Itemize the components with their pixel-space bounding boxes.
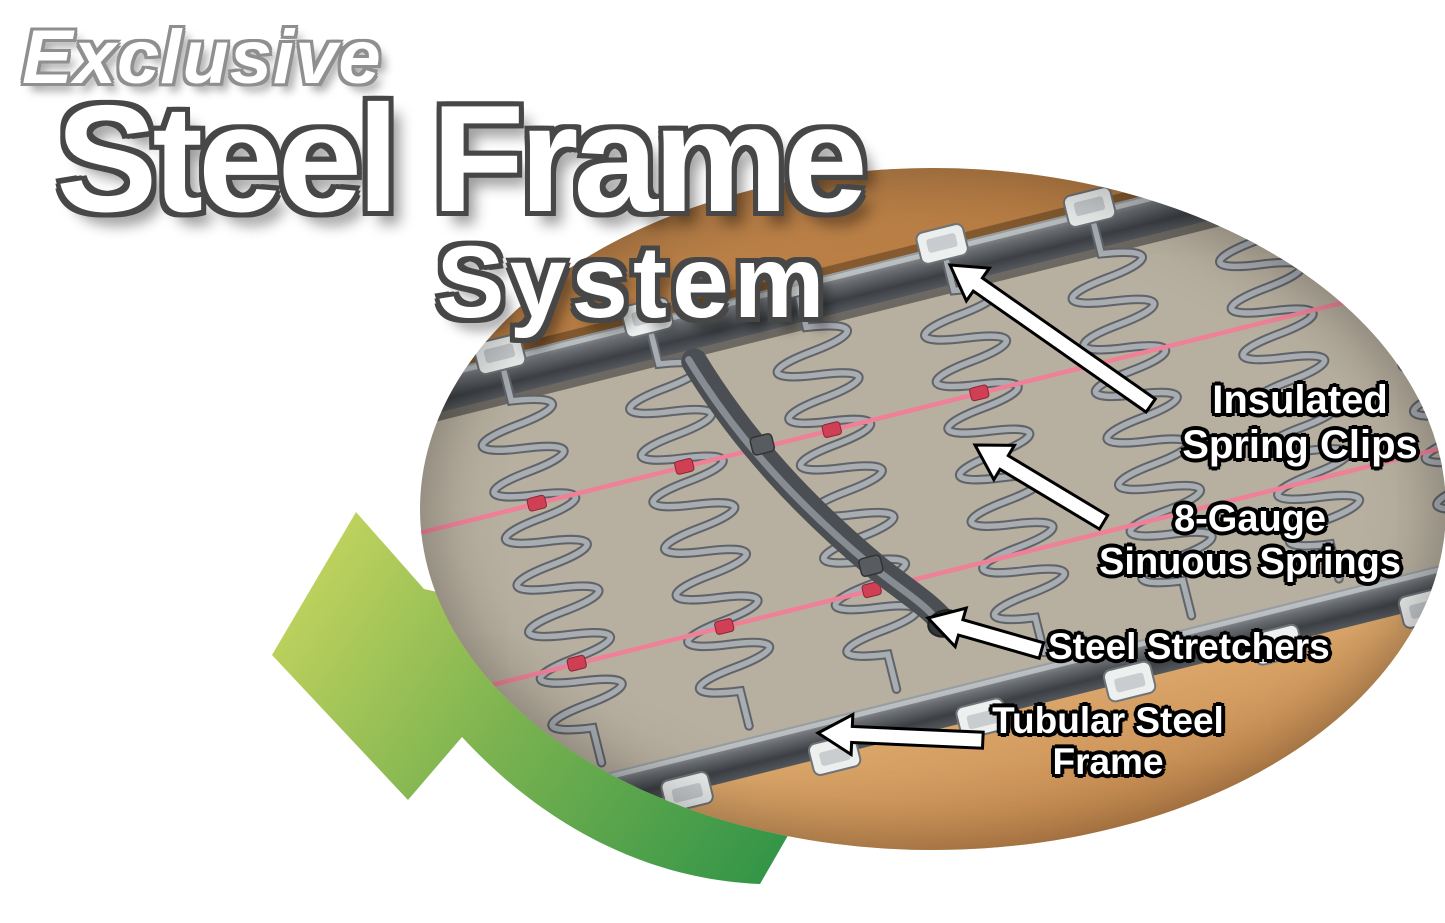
callout-line: Sinuous Springs — [1099, 540, 1401, 583]
top-steel-tube-rail — [420, 168, 1445, 522]
page-title: Steel Frame — [56, 74, 868, 244]
callout-line: Frame — [1052, 741, 1164, 783]
title-eyebrow: Exclusive — [22, 15, 382, 100]
bottom-wood-rail — [420, 478, 1445, 850]
callout-line: Spring Clips — [1182, 422, 1418, 467]
callout-insulated-spring-clips: Insulated Spring Clips — [1150, 378, 1445, 468]
fabric-deck — [420, 168, 1445, 850]
page-subtitle: System — [436, 225, 830, 339]
callout-line: Tubular Steel — [992, 700, 1224, 741]
pink-wire-lower — [420, 330, 1445, 795]
pink-wire-upper — [420, 170, 1445, 635]
callout-tubular-steel-frame: Tubular Steel Frame — [978, 700, 1238, 783]
callout-steel-stretchers: Steel Stretchers — [1048, 626, 1368, 667]
insulator-wires — [420, 170, 1445, 795]
callout-line: Insulated — [1212, 378, 1388, 422]
callout-sinuous-springs: 8-Gauge Sinuous Springs — [1080, 498, 1420, 583]
callout-line: 8-Gauge — [1173, 498, 1327, 540]
callout-line: Steel Stretchers — [1048, 626, 1330, 667]
